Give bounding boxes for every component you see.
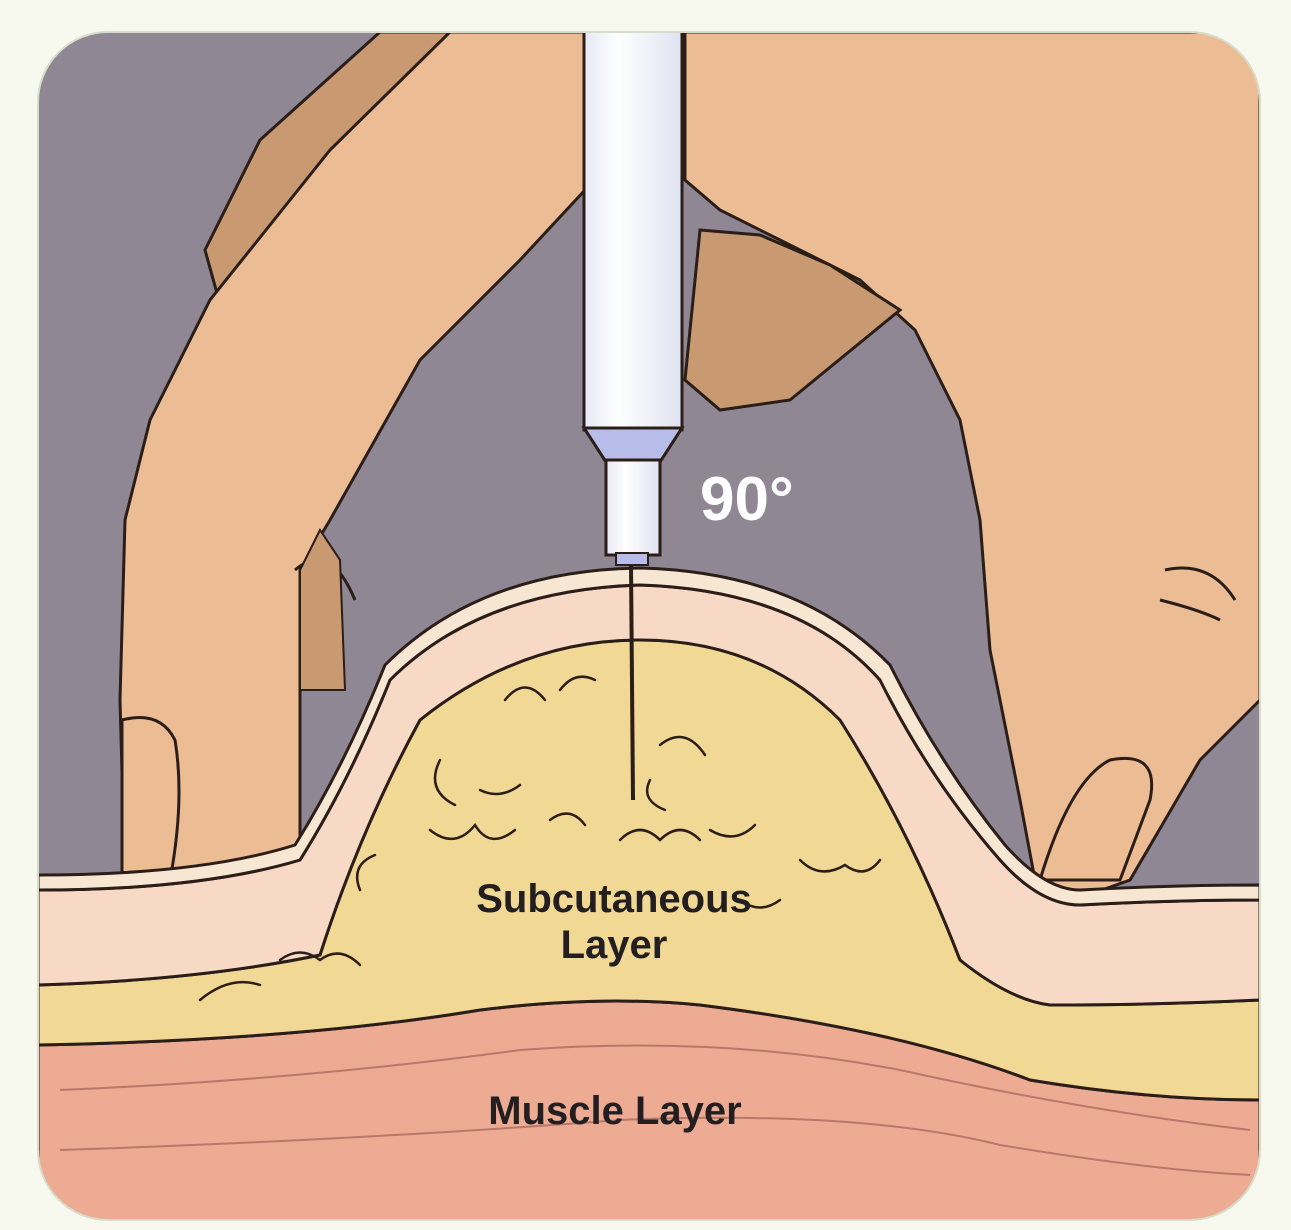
subcutaneous-label-line1: Subcutaneous (476, 877, 752, 921)
needle (631, 565, 633, 800)
muscle-label: Muscle Layer (488, 1089, 741, 1133)
subcutaneous-label-line2: Layer (561, 923, 668, 967)
left-finger-nail (122, 718, 179, 881)
angle-label: 90° (700, 465, 794, 534)
